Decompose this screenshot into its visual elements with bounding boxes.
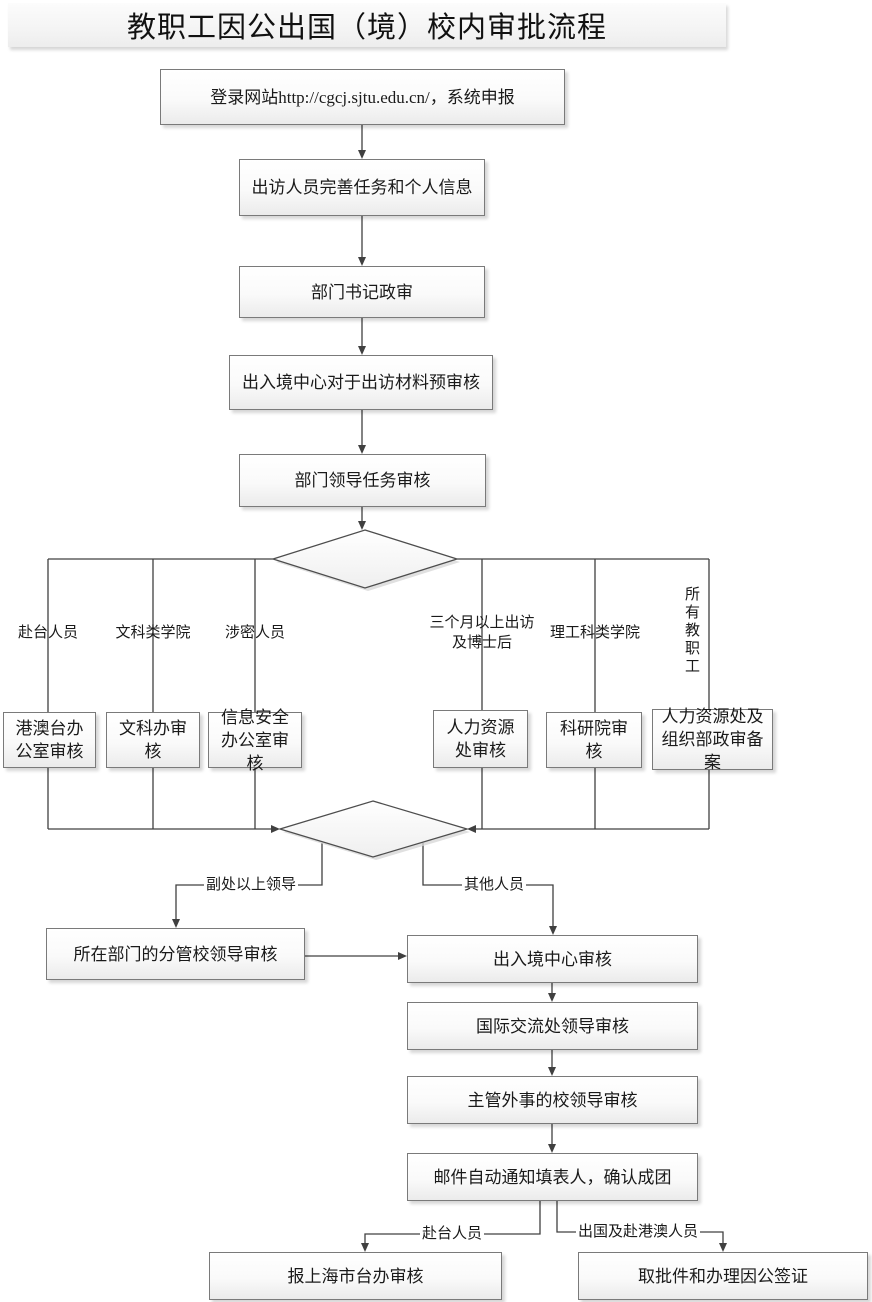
node-visa-pickup: 取批件和办理因公签证 — [578, 1252, 868, 1300]
node-info-security-office: 信息安全办公室审核 — [208, 708, 302, 773]
decision-diamond-2 — [277, 800, 470, 858]
branch-label-abroad-hk-macau: 出国及赴港澳人员 — [575, 1222, 701, 1242]
node-foreign-affairs-school-leader: 主管外事的校领导审核 — [407, 1076, 698, 1124]
node-intl-affairs-leader: 国际交流处领导审核 — [407, 1002, 698, 1050]
node-liberal-arts-office: 文科办审核 — [106, 712, 200, 768]
branch-label-classified-personnel: 涉密人员 — [224, 625, 286, 641]
node-entry-exit-precheck: 出入境中心对于出访材料预审核 — [229, 355, 493, 410]
node-shanghai-taiban: 报上海市台办审核 — [209, 1252, 502, 1300]
node-hmt-office: 港澳台办公室审核 — [3, 712, 96, 768]
node-entry-exit-review: 出入境中心审核 — [407, 935, 698, 983]
node-login: 登录网站http://cgcj.sjtu.edu.cn/，系统申报 — [160, 69, 565, 125]
branch-label-to-taiwan: 赴台人员 — [17, 625, 79, 641]
node-complete-info: 出访人员完善任务和个人信息 — [239, 159, 485, 216]
decision-diamond-1 — [270, 529, 460, 589]
branch-label-stem-colleges: 理工科类学院 — [549, 625, 641, 641]
node-research-institute: 科研院审核 — [546, 712, 642, 768]
node-hr-org-filing: 人力资源处及组织部政审备案 — [652, 707, 773, 772]
connector-lines — [47, 125, 724, 1243]
node-hr-office: 人力资源处审核 — [433, 710, 528, 768]
node-email-confirm: 邮件自动通知填表人，确认成团 — [407, 1153, 698, 1201]
arrowheads — [172, 150, 727, 1252]
branch-label-deputy-division-leader: 副处以上领导 — [203, 875, 299, 895]
branch-label-other-personnel: 其他人员 — [461, 875, 527, 895]
title-bar: 教职工因公出国（境）校内审批流程 — [8, 3, 726, 47]
page-title: 教职工因公出国（境）校内审批流程 — [126, 12, 607, 44]
node-dept-leader: 部门领导任务审核 — [239, 454, 486, 507]
branch-label-to-taiwan-final: 赴台人员 — [419, 1224, 485, 1244]
branch-label-liberal-colleges: 文科类学院 — [115, 625, 191, 641]
branch-label-all-staff: 所有教职工 — [684, 587, 700, 675]
node-dept-school-leader: 所在部门的分管校领导审核 — [46, 928, 305, 980]
node-dept-secretary: 部门书记政审 — [239, 266, 485, 318]
branch-label-over-three-months: 三个月以上出访 及博士后 — [429, 615, 535, 651]
